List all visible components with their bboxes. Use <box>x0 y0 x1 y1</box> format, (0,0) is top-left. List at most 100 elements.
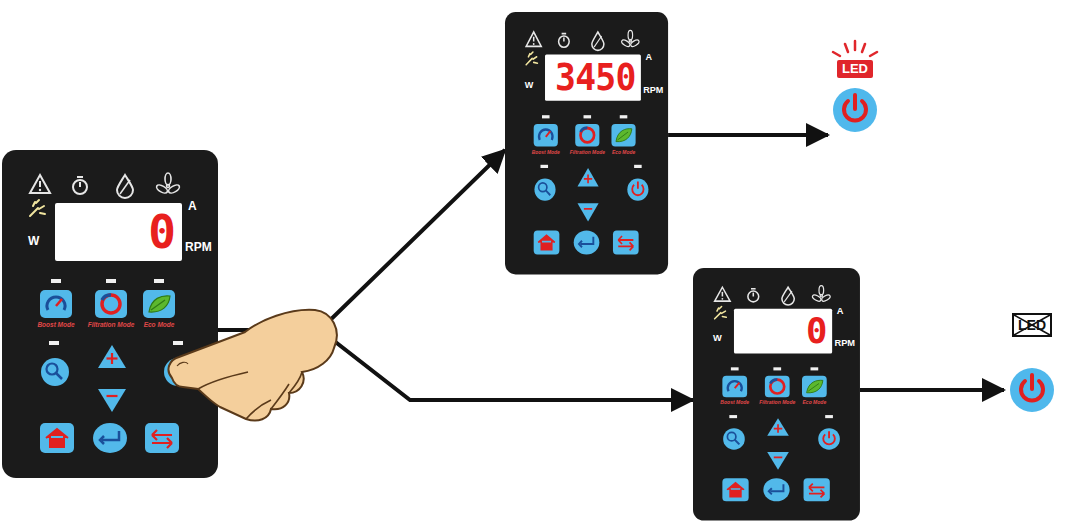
digital-display: 0 <box>55 203 182 261</box>
graphic-part <box>770 380 784 394</box>
graphic-part <box>117 175 133 198</box>
graphic-part <box>540 165 548 168</box>
graphic-part <box>546 131 551 137</box>
mode-label: Filtration Mode <box>570 149 605 155</box>
graphic-part <box>717 308 719 311</box>
graphic-part <box>729 415 737 418</box>
graphic-part <box>727 483 744 497</box>
graphic-part <box>51 279 61 283</box>
graphic-part <box>30 208 38 216</box>
graphic-part <box>539 183 547 192</box>
graphic-part <box>723 428 745 450</box>
graphic-part <box>819 286 824 295</box>
hand-shape <box>168 310 336 421</box>
graphic-part <box>154 279 164 283</box>
graphic-part <box>767 418 789 436</box>
flow-arrow <box>218 150 505 330</box>
graphic-part <box>774 457 783 459</box>
graphic-part <box>47 364 58 375</box>
graphic-part <box>581 237 594 244</box>
graphic-part <box>809 484 824 498</box>
fingernail <box>177 362 188 366</box>
graphic-part <box>821 294 831 303</box>
graphic-part <box>767 452 789 470</box>
graphic-part <box>592 32 604 50</box>
graphic-part <box>120 180 130 194</box>
graphic-part <box>534 178 555 200</box>
unit-label: W <box>713 333 722 344</box>
graphic-part <box>627 178 648 200</box>
panel-graphic <box>505 12 668 274</box>
graphic-part <box>49 341 59 345</box>
graphic-part <box>526 52 537 65</box>
graphic-part <box>93 423 127 453</box>
power-icon <box>828 38 882 138</box>
graphic-part <box>40 290 72 318</box>
graphic-part <box>818 428 840 450</box>
graphic-part <box>41 358 69 386</box>
graphic-part <box>584 208 592 210</box>
graphic-part <box>728 381 742 391</box>
mode-label: Eco Mode <box>802 400 826 406</box>
graphic-part <box>763 478 789 501</box>
unit-label: RPM <box>643 84 663 95</box>
unit-label: A <box>837 306 844 317</box>
graphic-part <box>77 176 83 178</box>
unit-label: RPM <box>185 240 212 254</box>
graphic-part <box>542 115 550 118</box>
graphic-part <box>56 299 62 306</box>
graphic-part <box>47 297 65 310</box>
graphic-part <box>165 173 171 185</box>
graphic-part <box>155 183 168 194</box>
mode-label: Eco Mode <box>612 149 635 155</box>
graphic-part <box>630 39 640 48</box>
graphic-part <box>751 288 756 290</box>
graphic-part <box>620 115 628 118</box>
graphic-part <box>753 293 755 297</box>
control-panel: AWRPMBoost ModeFiltration ModeEco Mode0 <box>2 150 218 478</box>
graphic-part <box>579 241 582 247</box>
graphic-part <box>621 30 640 47</box>
graphic-part <box>833 41 877 56</box>
graphic-part <box>39 189 41 191</box>
display-digits: 0 <box>734 309 832 354</box>
led-label: LED <box>837 60 873 78</box>
graphic-part <box>107 395 118 397</box>
display-digits: 3450 <box>545 54 641 100</box>
graphic-part <box>1030 375 1034 389</box>
graphic-part <box>152 430 172 448</box>
graphic-part <box>616 129 632 142</box>
graphic-part <box>812 294 822 303</box>
graphic-part <box>100 436 104 444</box>
graphic-part <box>808 384 819 392</box>
unit-label: A <box>645 51 652 62</box>
graphic-part <box>575 124 599 146</box>
mode-label: Filtration Mode <box>88 321 135 329</box>
graphic-part <box>149 296 170 312</box>
graphic-part <box>151 300 165 310</box>
graphic-part <box>538 235 555 249</box>
graphic-part <box>722 311 726 313</box>
graphic-part <box>613 230 639 254</box>
graphic-part <box>770 380 777 384</box>
graphic-part <box>731 367 739 370</box>
graphic-part <box>106 279 116 283</box>
graphic-part <box>735 440 740 445</box>
graphic-part <box>33 202 35 206</box>
graphic-part <box>833 52 840 56</box>
graphic-part <box>833 88 877 132</box>
mode-label: Boost Mode <box>720 400 749 406</box>
graphic-part <box>1010 368 1054 412</box>
graphic-part <box>533 37 535 42</box>
graphic-part <box>773 367 781 370</box>
graphic-part <box>722 376 747 398</box>
unit-label: W <box>525 79 534 90</box>
graphic-part <box>715 287 730 301</box>
graphic-part <box>810 367 818 370</box>
graphic-part <box>167 185 170 188</box>
graphic-part <box>769 488 772 494</box>
graphic-part <box>39 206 44 209</box>
graphic-part <box>584 178 592 180</box>
graphic-part <box>546 190 551 195</box>
graphic-part <box>574 230 600 254</box>
